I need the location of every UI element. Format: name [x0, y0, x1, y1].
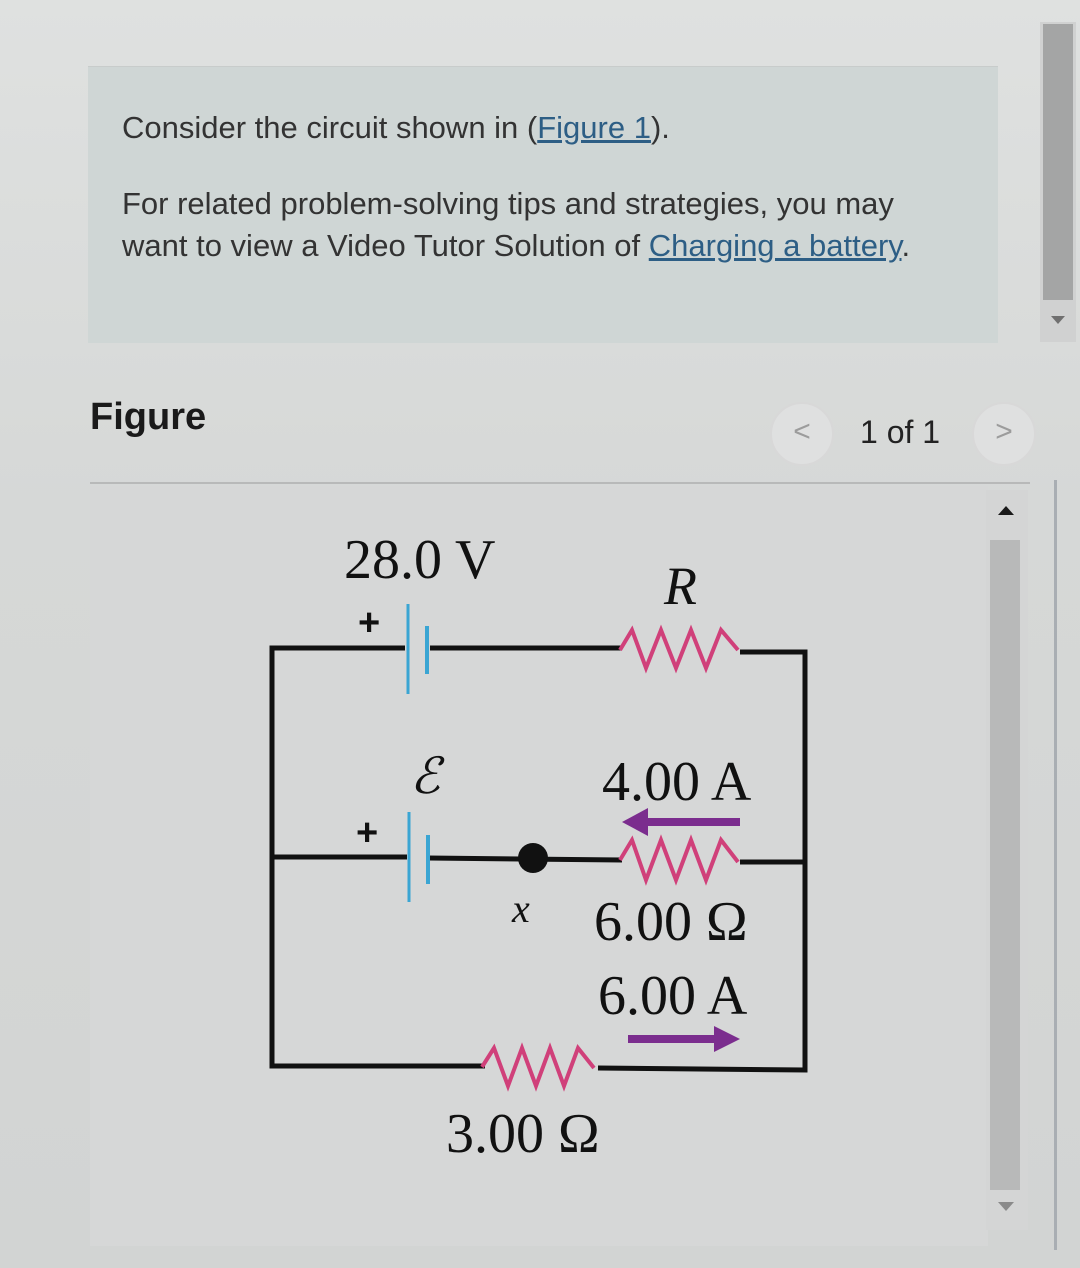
resistor-r-label: R	[663, 556, 697, 616]
bottom-resistance-label: 3.00 Ω	[446, 1103, 600, 1165]
problem-intro-text: Consider the circuit shown in (Figure 1)…	[122, 107, 942, 267]
figure-title: Figure	[90, 396, 207, 438]
node-x-dot-icon	[518, 843, 548, 873]
resistor-3-ohm-icon	[480, 1042, 596, 1092]
panel-edge-divider	[1054, 480, 1057, 1250]
problem-intro-panel: Consider the circuit shown in (Figure 1)…	[88, 66, 998, 343]
charging-a-battery-link[interactable]: Charging a battery	[648, 228, 902, 263]
battery-voltage-label: 28.0 V	[344, 529, 495, 591]
circuit-wires	[269, 645, 808, 1073]
scroll-down-arrow-icon[interactable]	[1051, 316, 1065, 324]
scroll-down-arrow-icon[interactable]	[998, 1202, 1014, 1211]
tip-paragraph: For related problem-solving tips and str…	[122, 183, 942, 267]
next-figure-button[interactable]: >	[972, 402, 1036, 466]
resistor-r-icon	[618, 624, 740, 674]
tip-suffix: .	[901, 228, 911, 263]
battery-28v-icon	[406, 604, 429, 694]
figure-pager: < 1 of 1 >	[766, 402, 1046, 466]
battery-top-plus-sign: +	[358, 602, 380, 644]
tip-text: For related problem-solving tips and str…	[122, 186, 894, 263]
emf-label: ℰ	[410, 748, 445, 804]
middle-resistance-label: 6.00 Ω	[594, 891, 748, 953]
battery-middle-plus-sign: +	[356, 812, 378, 854]
intro-suffix: ).	[650, 110, 670, 145]
problem-scrollbar[interactable]	[1040, 22, 1076, 342]
middle-current-label: 4.00 A	[602, 751, 752, 813]
figure-page-indicator: 1 of 1	[860, 414, 941, 450]
node-x-label: x	[511, 886, 530, 931]
figure-scrollbar[interactable]	[986, 490, 1028, 1230]
figure-1-link[interactable]: Figure 1	[537, 110, 651, 145]
current-arrow-right-icon	[628, 1026, 740, 1052]
intro-paragraph: Consider the circuit shown in (Figure 1)…	[122, 107, 942, 149]
chevron-left-icon: <	[793, 415, 811, 448]
previous-figure-button[interactable]: <	[770, 402, 834, 466]
current-arrow-left-icon	[622, 808, 740, 836]
figure-scrollbar-thumb[interactable]	[990, 540, 1020, 1190]
bottom-current-label: 6.00 A	[598, 965, 748, 1027]
figure-divider	[90, 482, 1030, 484]
resistor-6-ohm-icon	[618, 834, 740, 886]
problem-scrollbar-thumb[interactable]	[1043, 24, 1073, 300]
battery-emf-icon	[407, 812, 430, 902]
intro-prefix: Consider the circuit shown in (	[122, 110, 538, 145]
chevron-right-icon: >	[995, 415, 1013, 448]
scroll-up-arrow-icon[interactable]	[998, 506, 1014, 515]
